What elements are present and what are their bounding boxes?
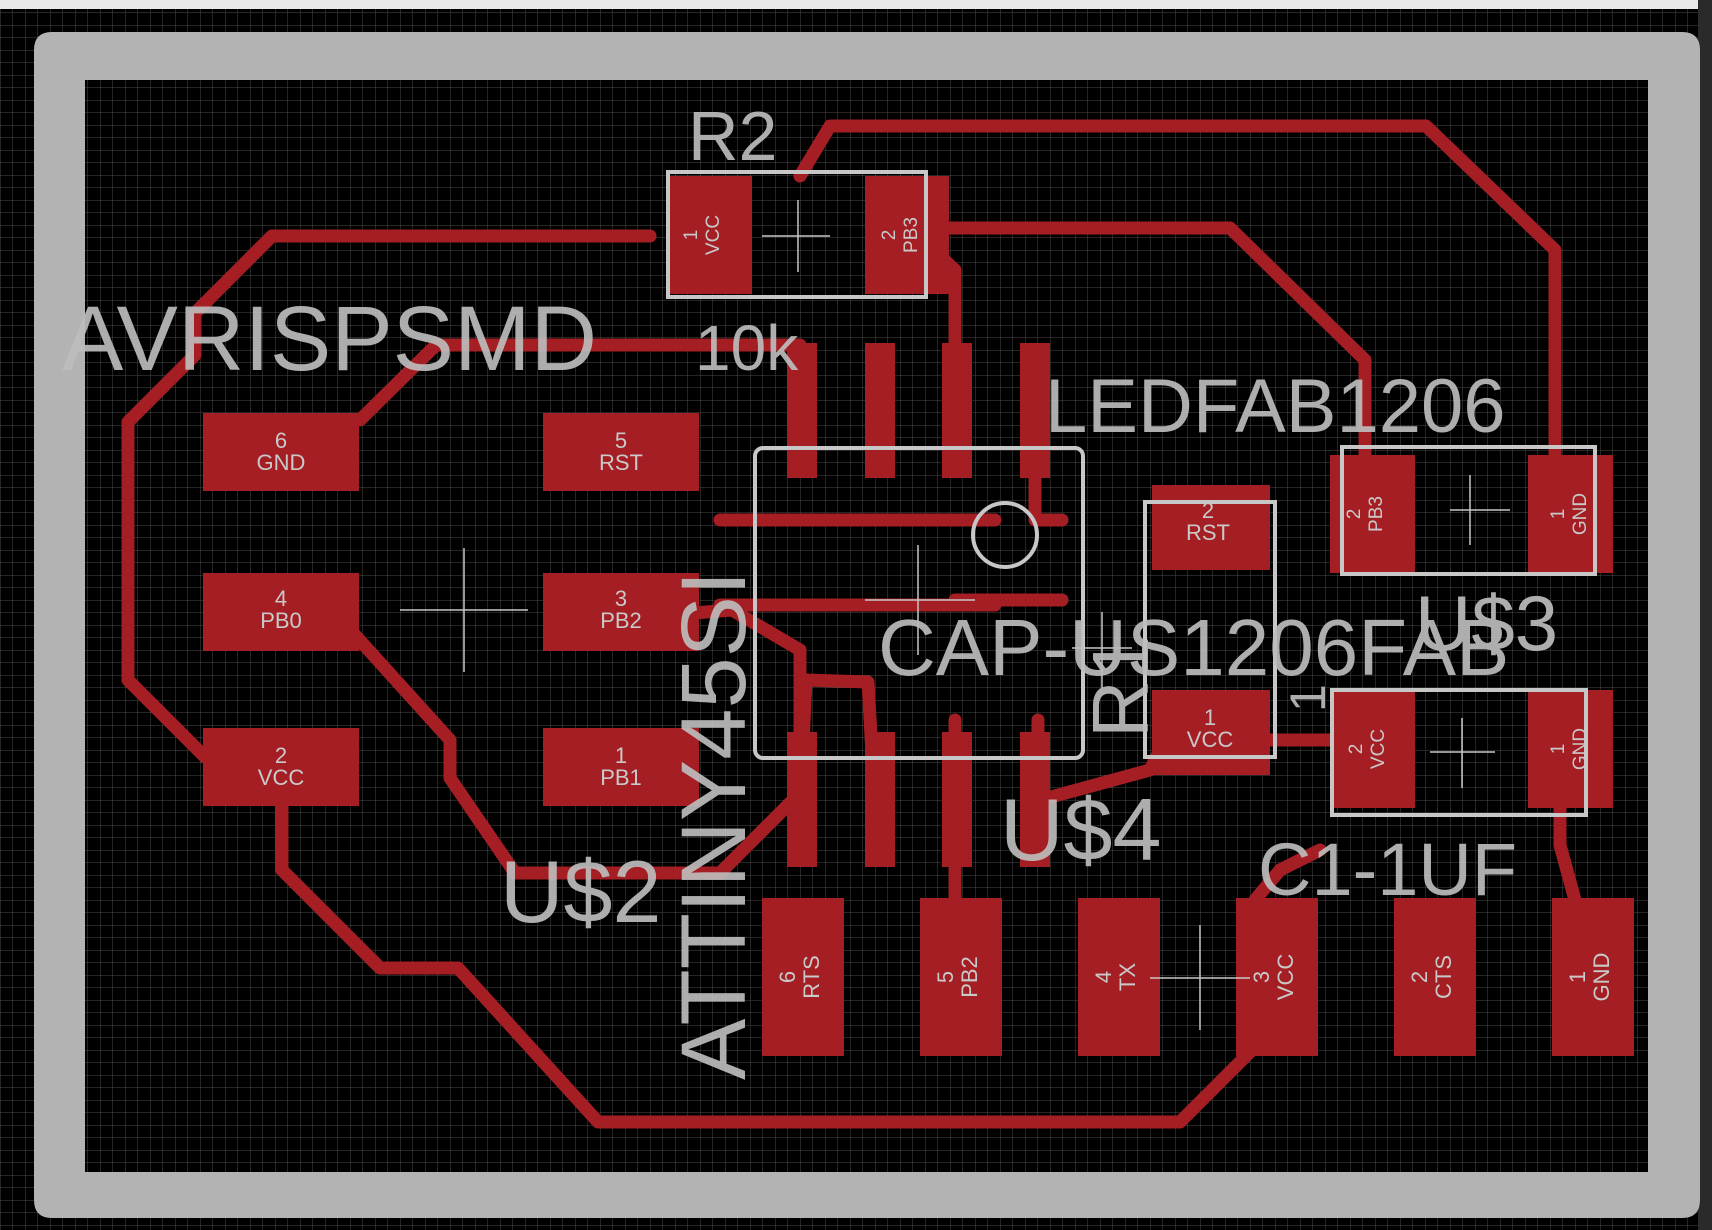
pad-led-gnd (1528, 455, 1613, 573)
pad-attiny-top-4 (1020, 343, 1050, 478)
isp-pb0-name: PB0 (260, 608, 302, 633)
r2-pb3-num: 2 (879, 230, 900, 241)
pad-attiny-top-1 (787, 343, 817, 478)
label-cap: CAP-US1206FAB (878, 603, 1509, 692)
pad-isp-vcc (203, 728, 359, 806)
r1-rst-name: RST (1186, 520, 1230, 545)
label-c1: C1-1UF (1258, 828, 1517, 911)
isp-gnd-name: GND (257, 450, 306, 475)
pad-attiny-bot-4 (1020, 732, 1050, 867)
isp-pb1-name: PB1 (600, 765, 642, 790)
pad-ftdi-rts (762, 898, 844, 1056)
pad-attiny-bot-1 (787, 732, 817, 867)
r2-vcc-name: VCC (703, 215, 724, 255)
pad-ftdi-vcc (1236, 898, 1318, 1056)
label-us4: U$4 (1000, 780, 1161, 879)
led-outline (1340, 445, 1597, 576)
isp-pb2-num: 3 (615, 586, 627, 611)
ftdi-gnd-name: GND (1589, 953, 1614, 1002)
pad-r1-rst (1152, 485, 1270, 570)
label-led: LEDFAB1206 (1045, 364, 1506, 449)
pad-attiny-bot-2 (865, 732, 895, 867)
label-c1-num: 1 (1280, 684, 1336, 712)
r2-pb3-name: PB3 (901, 217, 922, 253)
ftdi-vcc-num: 3 (1249, 971, 1274, 983)
c1-vcc-num: 2 (1346, 744, 1367, 755)
origin-crosshairs (400, 200, 1510, 1030)
pad-attiny-bot-3 (942, 732, 972, 867)
pad-ftdi-gnd (1552, 898, 1634, 1056)
isp-pb0-num: 4 (275, 586, 287, 611)
silkscreen-outlines (666, 170, 1597, 817)
isp-pb1-num: 1 (615, 743, 627, 768)
pad-ftdi-pb2 (920, 898, 1002, 1056)
pad-attiny-top-2 (865, 343, 895, 478)
c1-gnd-name: GND (1570, 728, 1591, 770)
ftdi-pb2-name: PB2 (957, 956, 982, 998)
r1-rst-num: 2 (1202, 498, 1214, 523)
ftdi-vcc-name: VCC (1273, 954, 1298, 1001)
pad-isp-rst (543, 413, 699, 491)
right-window-edge (1698, 0, 1712, 1230)
pad-c1-vcc (1330, 690, 1415, 808)
isp-rst-name: RST (599, 450, 643, 475)
r2-outline (666, 170, 928, 299)
label-r2: R2 (688, 97, 777, 175)
r1-outline (1143, 500, 1277, 759)
pad-ftdi-cts (1394, 898, 1476, 1056)
c1-vcc-name: VCC (1368, 729, 1389, 769)
top-window-edge (0, 0, 1712, 9)
label-us3: U$3 (1415, 579, 1558, 667)
ftdi-tx-num: 4 (1091, 971, 1116, 983)
led-gnd-name: GND (1570, 493, 1591, 535)
label-attiny: ATTINY45SI (663, 570, 765, 1080)
pad-led-pb3 (1330, 455, 1415, 573)
pad-labels: 6 GND 5 RST 4 PB0 3 PB2 2 VCC 1 PB1 1 VC… (257, 215, 1614, 1002)
pad-attiny-top-3 (942, 343, 972, 478)
isp-rst-num: 5 (615, 428, 627, 453)
led-pb3-name: PB3 (1366, 496, 1387, 532)
r1-vcc-name: VCC (1187, 727, 1234, 752)
label-10k: 10k (695, 312, 799, 384)
ftdi-tx-name: TX (1115, 963, 1140, 991)
pad-ftdi-tx (1078, 898, 1160, 1056)
pad-isp-pb0 (203, 573, 359, 651)
isp-gnd-num: 6 (275, 428, 287, 453)
ftdi-rts-num: 6 (775, 971, 800, 983)
ftdi-gnd-num: 1 (1565, 971, 1590, 983)
ftdi-cts-num: 2 (1407, 971, 1432, 983)
isp-pb2-name: PB2 (600, 608, 642, 633)
isp-vcc-name: VCC (258, 765, 305, 790)
ftdi-rts-name: RTS (799, 955, 824, 999)
c1-gnd-num: 1 (1548, 744, 1569, 755)
pad-r2-vcc (668, 176, 752, 294)
component-labels: R2 AVRISPSMD 10k LEDFAB1206 CAP-US1206FA… (62, 97, 1558, 1080)
pad-isp-pb1 (543, 728, 699, 806)
pad-isp-pb2 (543, 573, 699, 651)
pad-r2-pb3 (865, 176, 949, 294)
label-avrisp: AVRISPSMD (62, 288, 597, 390)
led-pb3-num: 2 (1344, 509, 1365, 520)
ftdi-pb2-num: 5 (933, 971, 958, 983)
isp-vcc-num: 2 (275, 743, 287, 768)
pad-isp-gnd (203, 413, 359, 491)
copper-pads (203, 176, 1634, 1056)
led-gnd-num: 1 (1548, 509, 1569, 520)
pad-r1-vcc (1152, 690, 1270, 775)
ftdi-cts-name: CTS (1431, 955, 1456, 999)
label-r1: R1 (1076, 636, 1165, 738)
attiny-outline (753, 446, 1085, 760)
attiny-pin1-dot (971, 501, 1039, 569)
r1-vcc-num: 1 (1204, 705, 1216, 730)
pad-c1-gnd (1528, 690, 1613, 808)
r2-vcc-num: 1 (681, 230, 702, 241)
c1-outline (1330, 688, 1588, 817)
label-us2: U$2 (500, 842, 661, 941)
